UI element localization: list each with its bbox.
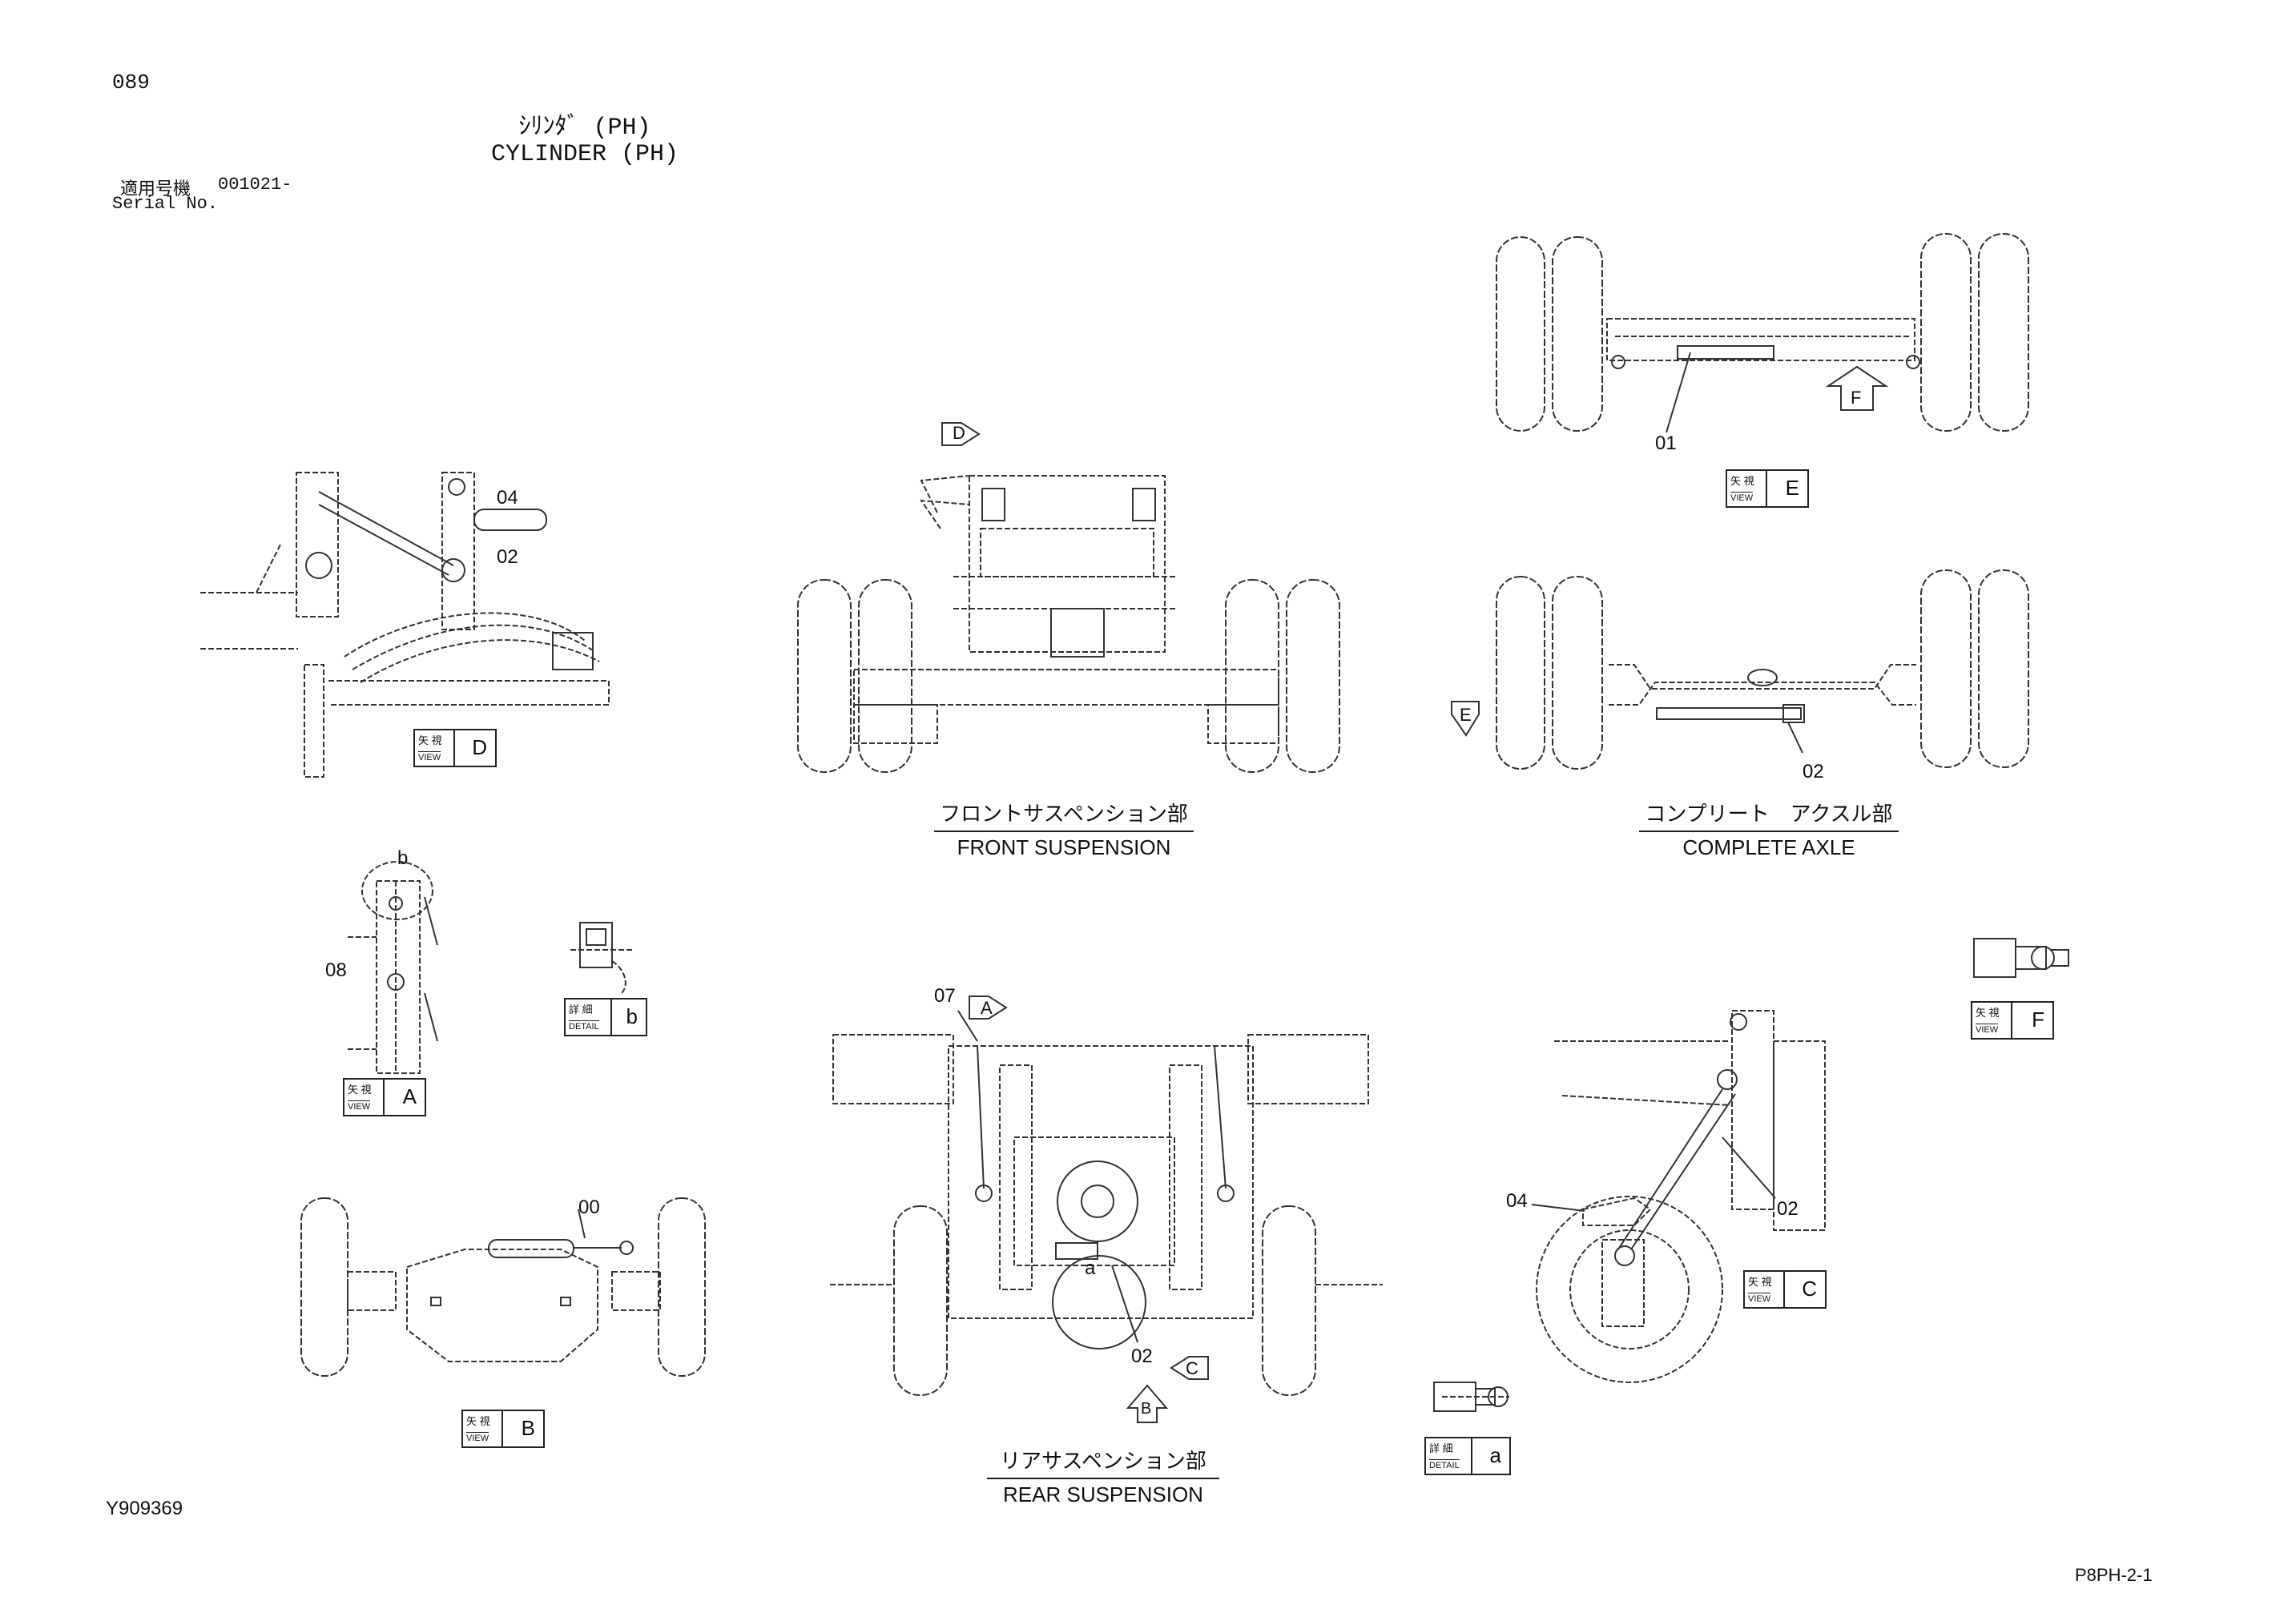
view-e-axle-drawing <box>1496 233 2029 433</box>
arrow-c-label: C <box>1186 1358 1198 1378</box>
drawing-number: Y909369 <box>106 1498 183 1519</box>
page-number: 089 <box>112 70 150 95</box>
caption-front-en: FRONT SUSPENSION <box>957 835 1171 859</box>
caption-rear-suspension: リアサスペンション部 REAR SUSPENSION <box>987 1445 1219 1507</box>
callout-07-rear: 07 <box>934 985 956 1007</box>
view-tag-b: 矢 視 VIEW B <box>461 1410 545 1448</box>
callout-00-view-b: 00 <box>578 1197 600 1218</box>
arrow-e-label: E <box>1460 705 1472 725</box>
arrow-a-label: A <box>981 998 993 1018</box>
view-f-drawing <box>1973 938 2069 978</box>
caption-rear-en: REAR SUSPENSION <box>1003 1482 1203 1506</box>
caption-front-suspension: フロントサスペンション部 FRONT SUSPENSION <box>934 798 1194 860</box>
arrow-b-label: B <box>1141 1400 1152 1418</box>
callout-01-view-e: 01 <box>1655 432 1677 454</box>
view-tag-a: 矢 視 VIEW A <box>343 1078 426 1116</box>
view-c-drawing <box>1531 1010 1826 1383</box>
callout-02-rear: 02 <box>1131 1345 1153 1367</box>
view-arrow-d <box>941 422 981 446</box>
callout-04-view-d: 04 <box>497 487 518 509</box>
callout-08-view-a: 08 <box>325 959 347 981</box>
view-arrow-e <box>1451 701 1480 737</box>
detail-b-drawing <box>570 922 633 994</box>
title-english: CYLINDER (PH) <box>490 141 679 168</box>
detail-tag-b: 詳 細 DETAIL b <box>564 998 647 1036</box>
caption-front-jp: フロントサスペンション部 <box>934 798 1194 832</box>
callout-02-axle: 02 <box>1803 761 1824 782</box>
serial-label-en: Serial No. <box>112 194 219 214</box>
serial-label-jp: 適用号機 <box>120 180 191 200</box>
callout-b-view-a: b <box>397 847 409 869</box>
callout-02-view-d: 02 <box>497 546 518 568</box>
view-tag-c: 矢 視 VIEW C <box>1743 1270 1827 1309</box>
view-tag-f: 矢 視 VIEW F <box>1971 1001 2054 1040</box>
view-d-drawing <box>200 472 610 778</box>
caption-rear-jp: リアサスペンション部 <box>987 1445 1219 1479</box>
front-suspension-drawing <box>797 475 1340 773</box>
caption-axle-en: COMPLETE AXLE <box>1682 835 1855 859</box>
view-tag-d: 矢 視 VIEW D <box>413 729 497 767</box>
title-japanese: ｼﾘﾝﾀﾞ (PH) <box>518 115 651 142</box>
arrow-d-label: D <box>953 423 965 443</box>
view-a-drawing <box>348 861 438 1074</box>
view-arrow-a <box>969 996 1008 1020</box>
view-tag-e: 矢 視 VIEW E <box>1726 469 1809 508</box>
detail-a-drawing <box>1433 1382 1509 1412</box>
view-arrow-f <box>1825 365 1889 411</box>
caption-axle-jp: コンプリート アクスル部 <box>1639 798 1899 832</box>
arrow-f-label: F <box>1851 388 1862 408</box>
callout-04-view-c: 04 <box>1506 1190 1528 1212</box>
page-reference: P8PH-2-1 <box>2075 1565 2153 1585</box>
callout-02-view-c: 02 <box>1777 1198 1799 1220</box>
callout-a-rear: a <box>1085 1257 1096 1279</box>
view-b-drawing <box>300 1197 706 1377</box>
view-arrow-c <box>1170 1356 1209 1380</box>
complete-axle-drawing <box>1496 569 2029 770</box>
view-arrow-b <box>1126 1384 1169 1423</box>
caption-complete-axle: コンプリート アクスル部 COMPLETE AXLE <box>1639 798 1899 860</box>
detail-tag-a: 詳 細 DETAIL a <box>1424 1437 1511 1475</box>
serial-value: 001021- <box>218 175 292 195</box>
rear-suspension-drawing <box>830 1010 1383 1396</box>
